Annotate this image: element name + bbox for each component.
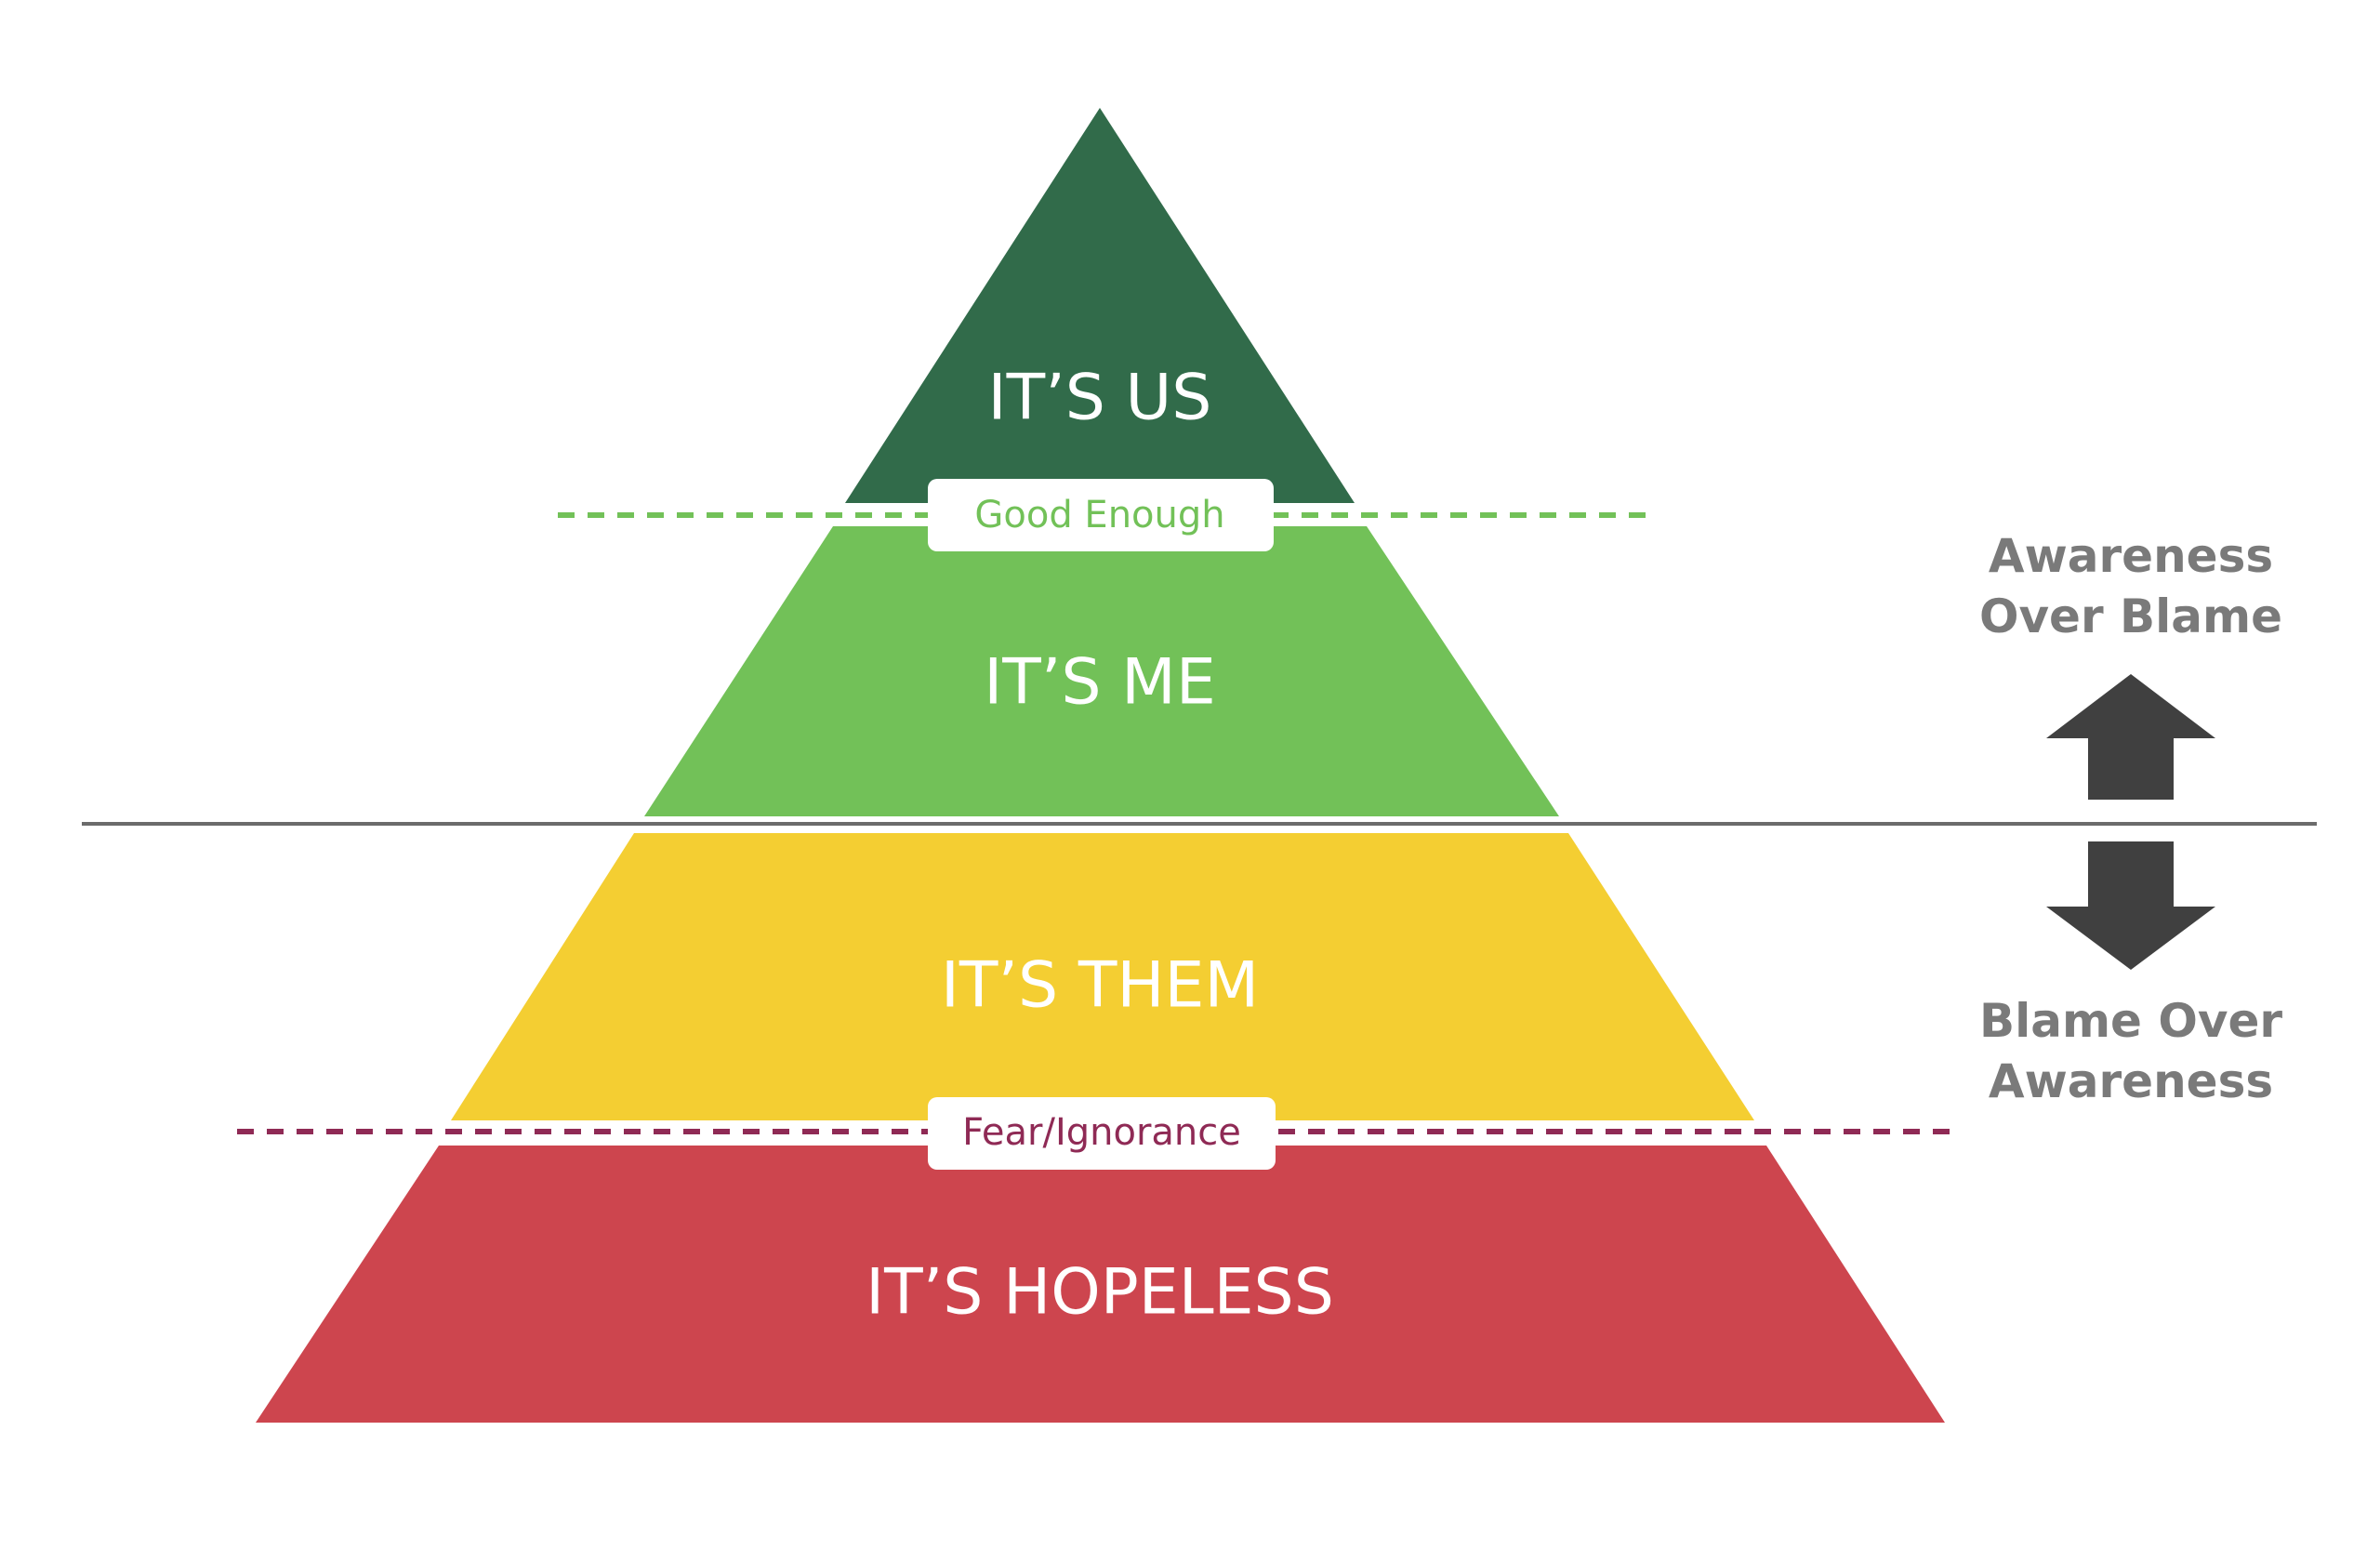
tier-its-me-label: IT’S ME	[984, 646, 1216, 720]
fear-ignorance-label: Fear/Ignorance	[962, 1111, 1241, 1154]
fear-ignorance-badge	[928, 1097, 1276, 1170]
tier-its-us-label: IT’S US	[988, 362, 1212, 435]
awareness-over-blame-line2: Over Blame	[1979, 589, 2282, 643]
tier-its-hopeless-shape	[256, 1146, 1945, 1423]
tier-its-hopeless-label: IT’S HOPELESS	[866, 1256, 1334, 1330]
tier-its-me-shape	[644, 526, 1559, 816]
good-enough-badge	[928, 479, 1274, 551]
blame-over-awareness-line2: Awareness	[1989, 1054, 2273, 1108]
tier-its-them-label: IT’S THEM	[941, 949, 1259, 1023]
tier-its-them-shape	[451, 833, 1754, 1120]
blame-over-awareness-line1: Blame Over	[1979, 994, 2282, 1048]
tier-its-us-shape	[845, 108, 1355, 503]
awareness-over-blame-line1: Awareness	[1989, 529, 2273, 583]
arrow-down-icon	[2046, 841, 2215, 970]
arrow-up-icon	[2046, 674, 2215, 800]
good-enough-label: Good Enough	[974, 494, 1224, 536]
